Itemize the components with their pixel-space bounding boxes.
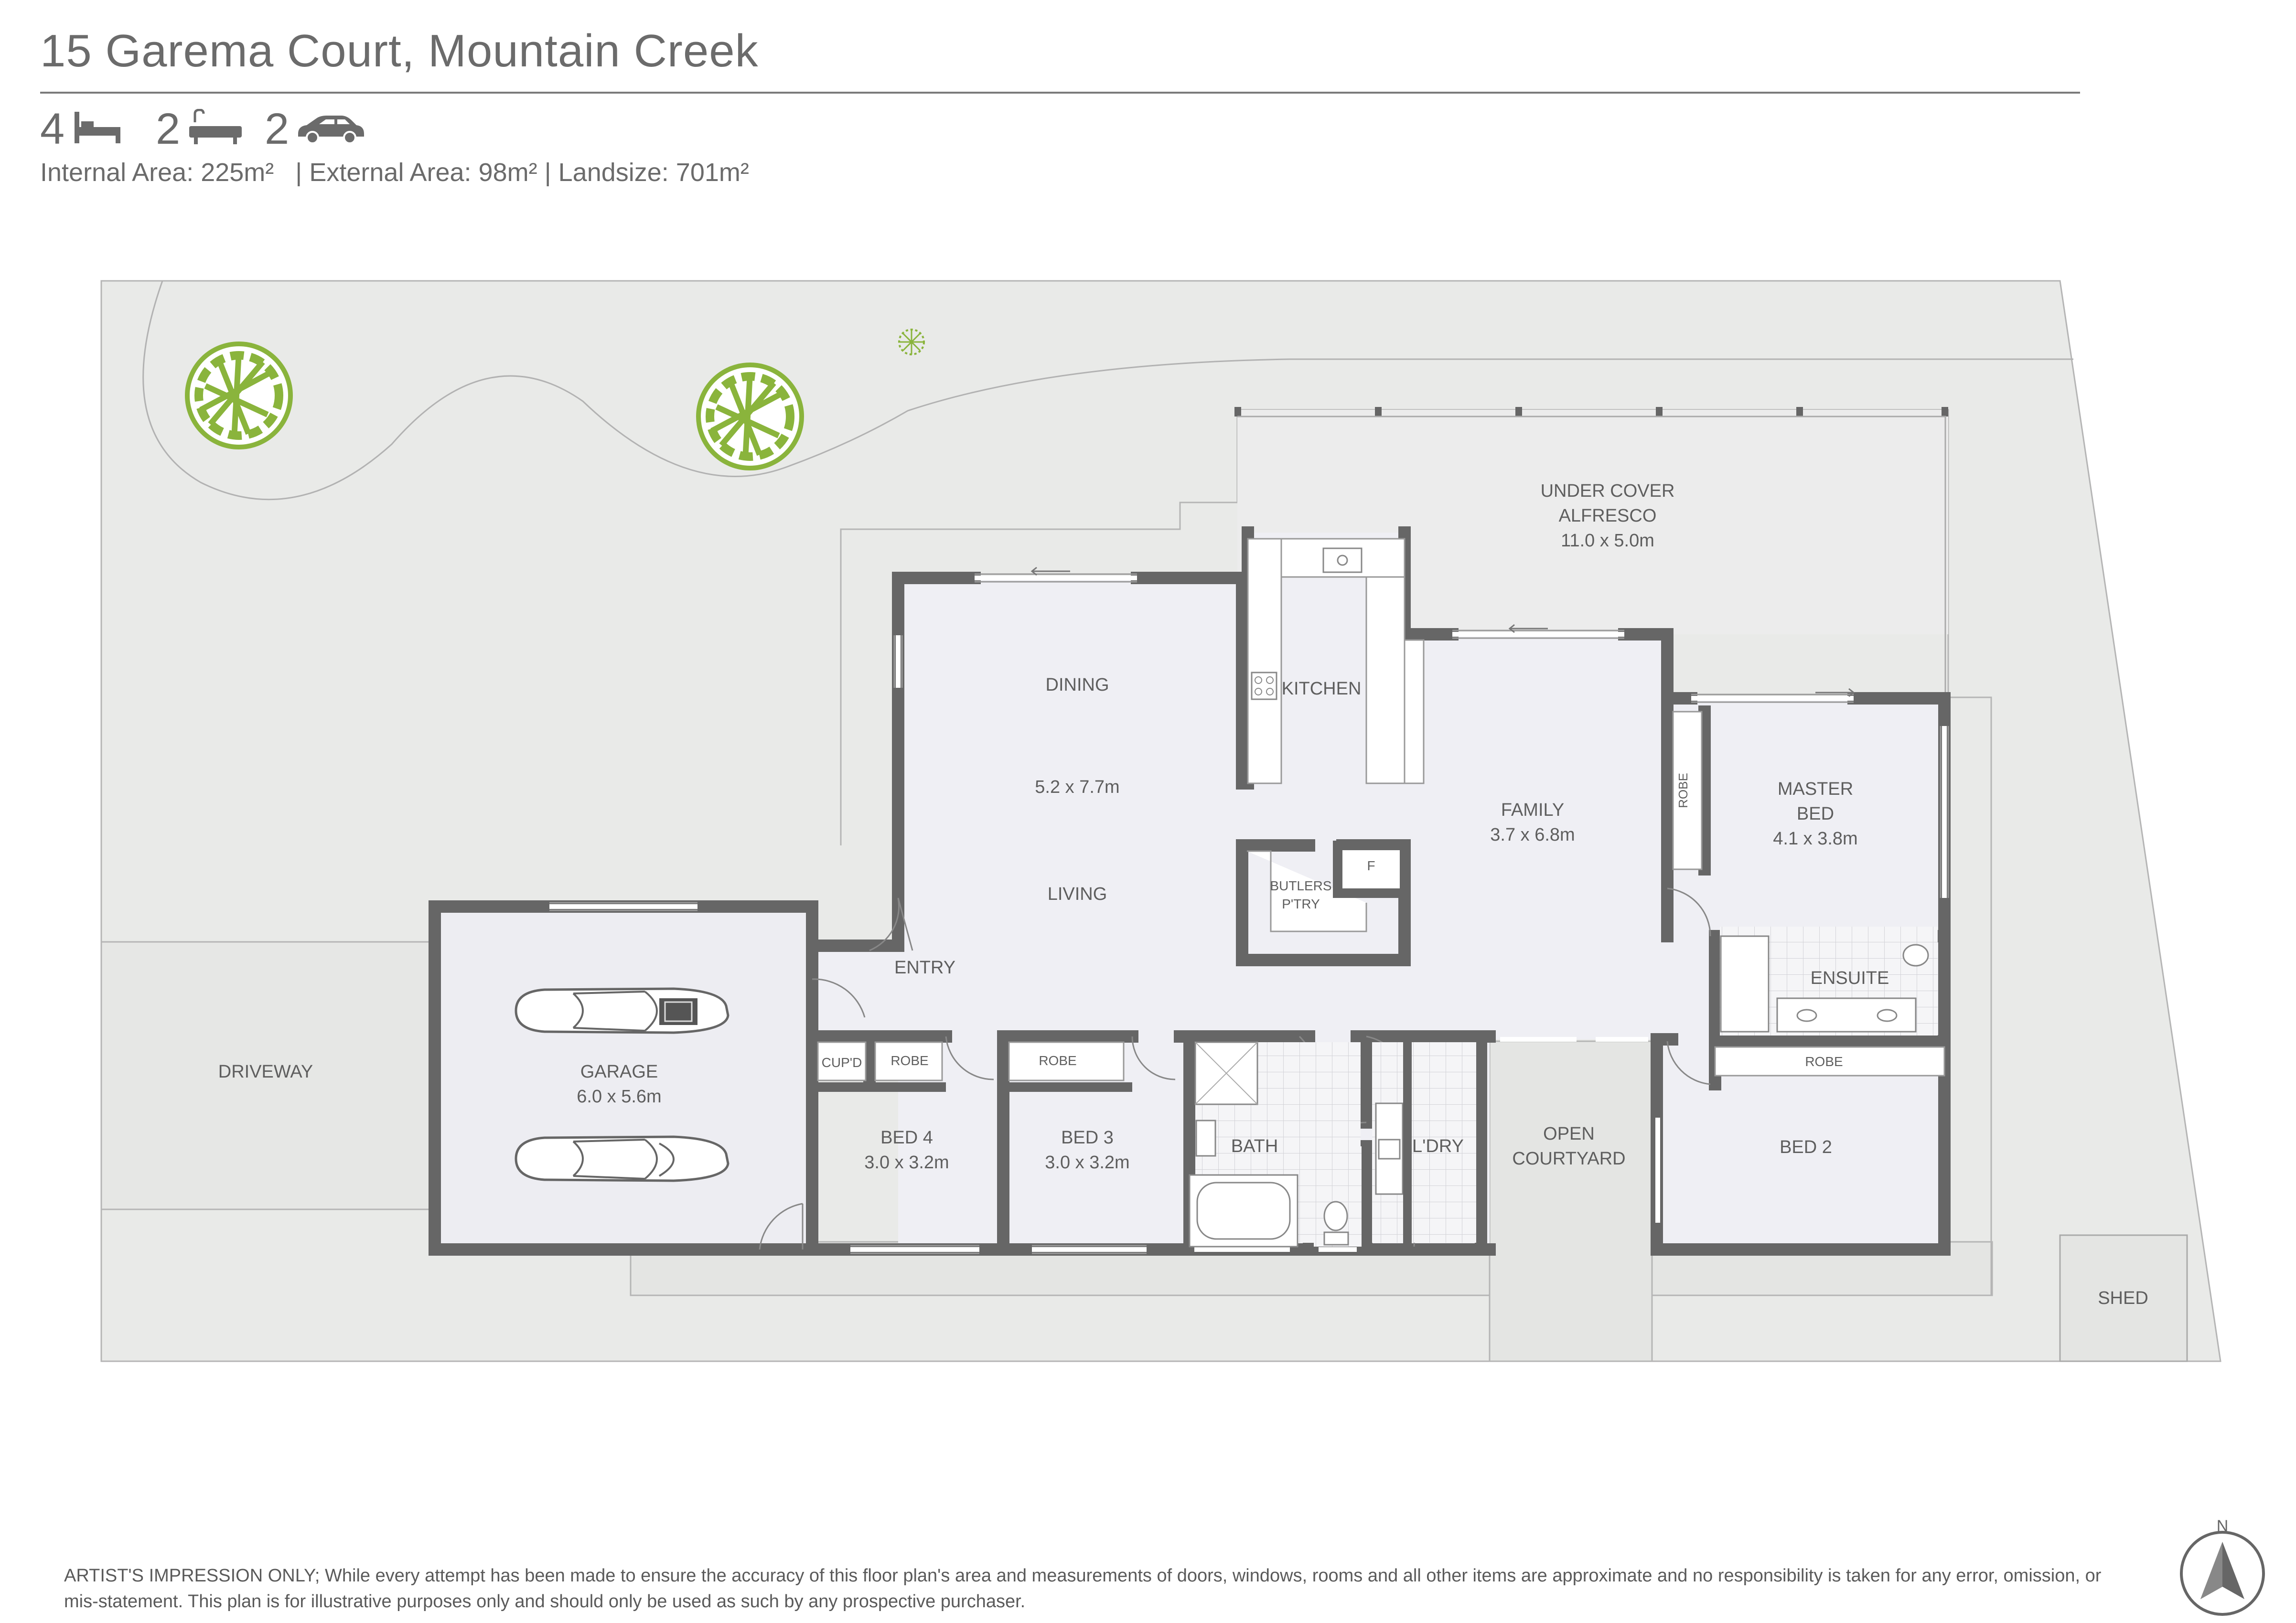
room-name: BED xyxy=(1797,804,1834,824)
room-name: OPEN xyxy=(1543,1124,1595,1144)
header: 15 Garema Court, Mountain Creek 4 2 2 In… xyxy=(0,0,2296,201)
room-name: ROBE xyxy=(1676,773,1690,808)
vanity xyxy=(1776,997,1917,1033)
room-name: ENSUITE xyxy=(1811,968,1889,988)
room-size: 3.0 x 3.2m xyxy=(864,1153,949,1173)
room-size: 11.0 x 5.0m xyxy=(1561,531,1654,551)
room-name: ROBE xyxy=(1039,1053,1076,1068)
car-space-count: 2 xyxy=(265,105,290,153)
room-name: ENTRY xyxy=(894,958,955,978)
room-size: 4.1 x 3.8m xyxy=(1773,829,1857,849)
room-size: 5.2 x 7.7m xyxy=(1035,777,1119,797)
bathroom-count: 2 xyxy=(156,105,181,153)
title-divider xyxy=(40,92,2080,94)
driveway-area xyxy=(100,941,432,1210)
area-separator: | xyxy=(544,158,551,187)
room-name: BED 4 xyxy=(880,1128,933,1148)
kitchen-bench xyxy=(1247,538,1425,784)
car-top-view xyxy=(515,987,730,1034)
tree xyxy=(696,363,804,470)
external-area: External Area: 98m² xyxy=(309,158,537,187)
room-name: BUTLERS xyxy=(1270,878,1331,893)
room-name: ROBE xyxy=(891,1053,928,1068)
wc-toilet xyxy=(1323,1201,1348,1231)
master-robe xyxy=(1672,711,1703,870)
room-name: DRIVEWAY xyxy=(218,1062,313,1082)
room-name: GARAGE xyxy=(580,1062,658,1082)
area-summary: Internal Area: 225m² | External Area: 98… xyxy=(40,158,749,187)
room-name: BATH xyxy=(1231,1136,1278,1156)
cupboard xyxy=(817,1041,867,1081)
area-separator: | xyxy=(295,158,302,187)
room-name: FAMILY xyxy=(1501,800,1564,820)
room-name: UNDER COVER xyxy=(1541,481,1675,501)
room-name: CUP'D xyxy=(822,1055,862,1070)
courtyard-paving xyxy=(1489,1040,1653,1362)
room-name: BED 3 xyxy=(1061,1128,1114,1148)
room-name: SHED xyxy=(2098,1288,2148,1308)
room-size: 6.0 x 5.6m xyxy=(577,1087,661,1107)
room-name: KITCHEN xyxy=(1282,679,1362,699)
room-name: LIVING xyxy=(1048,884,1107,904)
shrub xyxy=(898,329,925,355)
room-name: P'TRY xyxy=(1282,897,1320,911)
room-name: F xyxy=(1367,858,1375,873)
bed-icon xyxy=(75,112,120,143)
page-title: 15 Garema Court, Mountain Creek xyxy=(40,25,759,76)
disclaimer: ARTIST'S IMPRESSION ONLY; While every at… xyxy=(64,1566,2102,1612)
bedroom-count: 4 xyxy=(40,105,65,153)
room-name: DINING xyxy=(1046,675,1109,695)
room-name: ROBE xyxy=(1805,1054,1843,1069)
bath-icon xyxy=(189,109,242,144)
room-size: 3.7 x 6.8m xyxy=(1490,825,1575,845)
toilet xyxy=(1902,944,1929,967)
room-name: ALFRESCO xyxy=(1559,506,1657,526)
garage-floor xyxy=(435,907,812,1249)
shed xyxy=(2059,1234,2188,1362)
bathtub xyxy=(1189,1174,1298,1248)
bed3-robe xyxy=(1008,1041,1125,1081)
room-name: MASTER xyxy=(1778,779,1853,799)
car-top-view xyxy=(515,1135,730,1182)
room-name: COURTYARD xyxy=(1512,1149,1625,1169)
ensuite-shower xyxy=(1720,935,1770,1033)
room-size: 3.0 x 3.2m xyxy=(1045,1153,1129,1173)
bed4-robe xyxy=(874,1041,943,1081)
room-name: BED 2 xyxy=(1780,1137,1832,1157)
north-arrow-icon: N xyxy=(2180,1517,2265,1616)
compass-label: N xyxy=(2217,1517,2229,1535)
internal-area: Internal Area: 225m² xyxy=(40,158,274,187)
car-icon xyxy=(298,116,364,144)
bed2-robe xyxy=(1714,1046,1945,1077)
tree xyxy=(185,342,293,449)
garden-edge xyxy=(142,280,2073,501)
laundry-bench xyxy=(1375,1102,1404,1195)
room-name: L'DRY xyxy=(1412,1136,1464,1156)
land-size: Landsize: 701m² xyxy=(558,158,749,187)
fridge xyxy=(1333,841,1409,898)
